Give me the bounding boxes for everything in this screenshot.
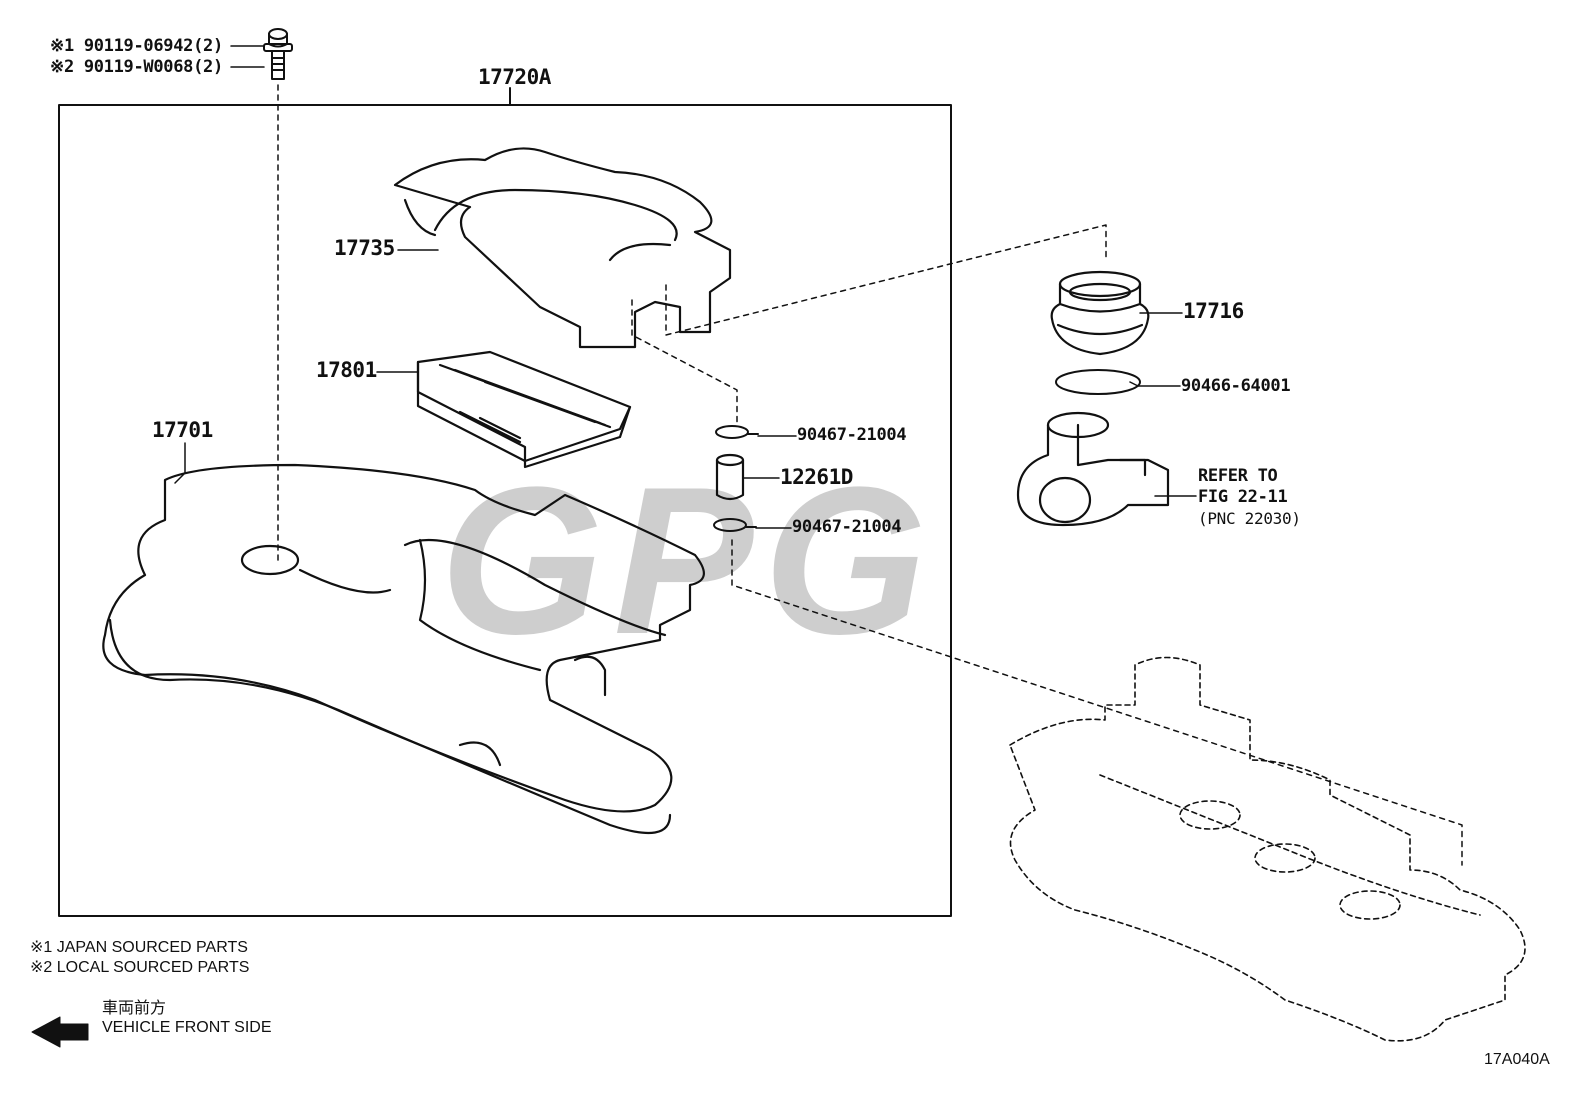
air-cleaner-case-shape (102, 463, 705, 835)
hose-shape (715, 453, 745, 501)
clip-top-label: 90467-21004 (797, 425, 907, 445)
assembly-frame (58, 104, 952, 917)
bolt-label-1: ※1 90119-06942(2) (50, 36, 223, 56)
part-17735-label: 17735 (334, 236, 395, 260)
o-ring-shape (1055, 369, 1141, 395)
air-cleaner-cap-shape (393, 147, 732, 349)
hose-joint-shape (1050, 270, 1150, 356)
note-local-sourced: ※2 LOCAL SOURCED PARTS (30, 959, 250, 976)
front-side-label-jp: 車両前方 (102, 998, 167, 1017)
clip-top-shape (715, 425, 759, 439)
bolt-icon (263, 28, 293, 80)
watermark: GPG (440, 443, 937, 678)
refer-line-3: (PNC 22030) (1198, 509, 1301, 528)
engine-cover-shape (1009, 656, 1526, 1042)
refer-line-1: REFER TO (1198, 466, 1278, 486)
hose-joint-label: 17716 (1183, 299, 1244, 323)
throttle-body-shape (1016, 411, 1170, 527)
figure-code: 17A040A (1484, 1051, 1550, 1068)
assembly-label: 17720A (478, 65, 551, 89)
part-17801-label: 17801 (316, 358, 377, 382)
refer-line-2: FIG 22-11 (1198, 487, 1288, 507)
bolt-label-2: ※2 90119-W0068(2) (50, 57, 223, 77)
clip-bottom-shape (713, 518, 757, 532)
o-ring-label: 90466-64001 (1181, 376, 1291, 396)
note-japan-sourced: ※1 JAPAN SOURCED PARTS (30, 939, 248, 956)
hose-label: 12261D (780, 465, 853, 489)
front-arrow-icon (31, 1016, 89, 1048)
clip-bottom-label: 90467-21004 (792, 517, 902, 537)
front-side-label-en: VEHICLE FRONT SIDE (102, 1019, 272, 1036)
part-17701-label: 17701 (152, 418, 213, 442)
air-filter-element-shape (416, 350, 632, 469)
